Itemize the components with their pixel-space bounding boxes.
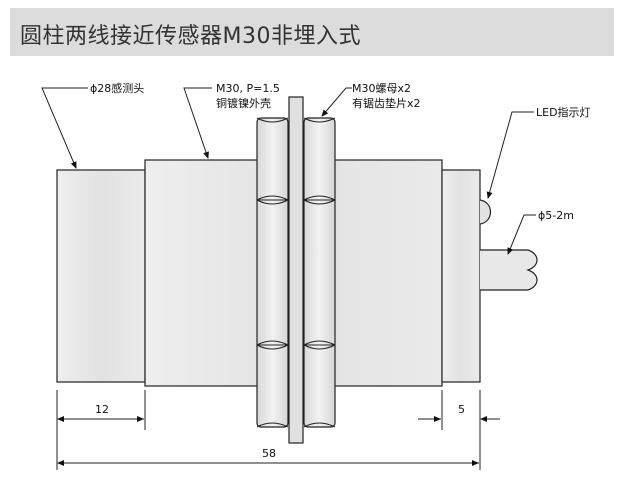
- label-thread-spec: M30, P=1.5: [216, 82, 280, 95]
- leader-cable: [507, 214, 536, 255]
- label-sensor-head: ϕ28感测头: [90, 82, 144, 95]
- label-housing-material: 铜镀镍外壳: [216, 96, 271, 110]
- dim-total-length: 58: [262, 447, 276, 460]
- label-washer: 有锯齿垫片x2: [352, 96, 421, 110]
- label-led: LED指示灯: [536, 105, 591, 119]
- serrated-washer: [288, 96, 304, 444]
- right-nut: [303, 117, 336, 428]
- cable: [480, 249, 538, 291]
- extension-lines: [56, 390, 481, 470]
- leader-led: [486, 111, 534, 199]
- label-nut: M30螺母x2: [352, 82, 411, 95]
- left-nut: [256, 117, 289, 428]
- dim-head-length: 12: [95, 403, 109, 416]
- dim-tail-length: 5: [458, 403, 465, 416]
- tail-section: [441, 169, 481, 383]
- leader-thread: [183, 87, 212, 159]
- sensor-head: [56, 169, 146, 383]
- page-title: 圆柱两线接近传感器M30非埋入式: [20, 24, 361, 49]
- label-cable: ϕ5-2m: [538, 209, 574, 222]
- leader-sensor-head: [41, 87, 88, 169]
- title-bar: 圆柱两线接近传感器M30非埋入式: [10, 8, 614, 56]
- leader-nut: [321, 87, 352, 117]
- led-indicator: [479, 199, 492, 225]
